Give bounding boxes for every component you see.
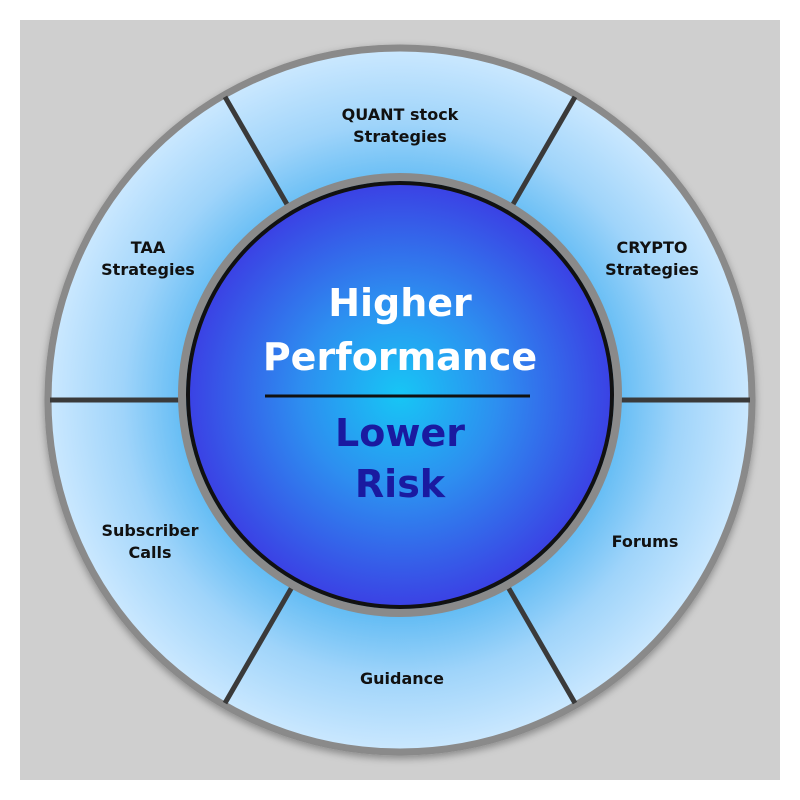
center-bottom-line-2: Risk: [355, 462, 446, 506]
inner-ring-border: [178, 173, 622, 617]
center-top-line-2: Performance: [263, 335, 537, 379]
segment-label-line: QUANT stock: [342, 105, 459, 124]
segment-label-line: Strategies: [605, 260, 699, 279]
segment-divider: [505, 585, 578, 705]
segment-divider: [222, 95, 295, 215]
segment-label-line: Forums: [612, 532, 679, 551]
segment-labels: QUANT stockStrategiesCRYPTOStrategiesFor…: [101, 105, 699, 688]
segment-label-line: Strategies: [353, 127, 447, 146]
segment-label-line: Guidance: [360, 669, 444, 688]
segment-label-line: TAA: [131, 238, 166, 257]
segment-label-line: Subscriber: [102, 521, 199, 540]
center-top-line-1: Higher: [328, 281, 472, 325]
segment-label-line: Calls: [128, 543, 171, 562]
segment-divider: [505, 95, 578, 215]
center-bottom-line-1: Lower: [335, 411, 465, 455]
segment-label-line: Strategies: [101, 260, 195, 279]
segment-label-line: CRYPTO: [616, 238, 687, 257]
segment-dividers: [50, 95, 750, 705]
segment-divider: [222, 585, 295, 705]
